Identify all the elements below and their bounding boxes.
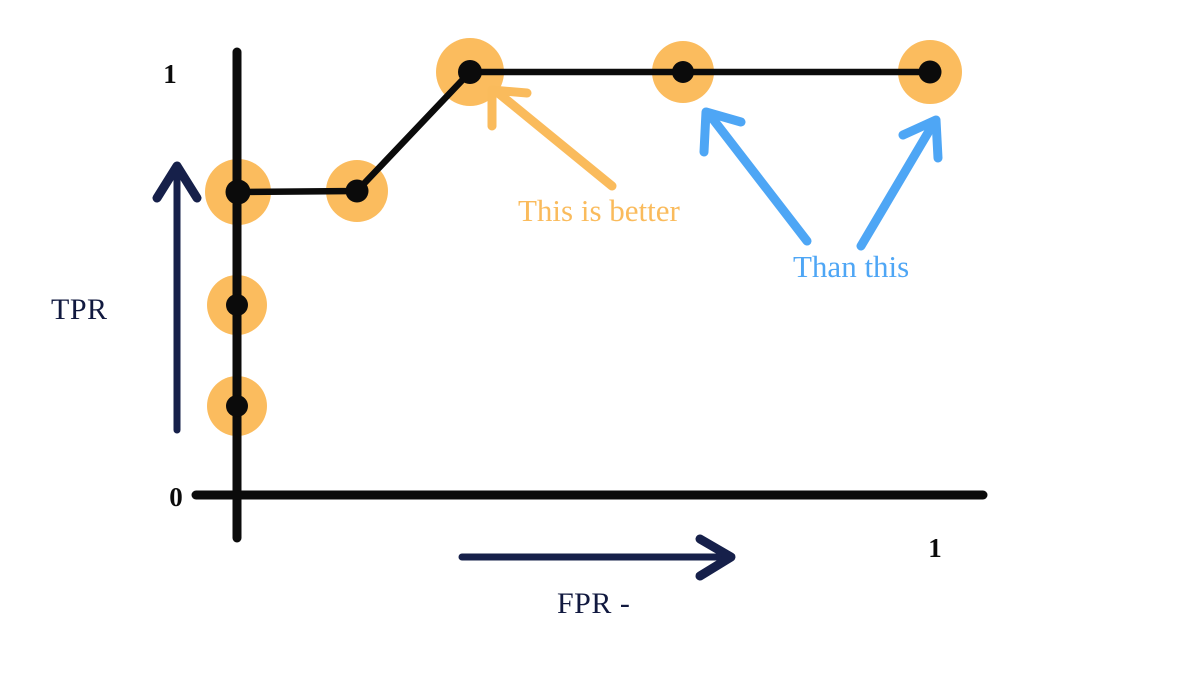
tpr-axis-arrow-icon — [152, 161, 202, 434]
fpr-axis-arrow-icon — [458, 534, 736, 581]
axes-group — [191, 47, 988, 543]
data-point-group — [225, 60, 942, 417]
data-point[interactable] — [458, 60, 482, 84]
data-point[interactable] — [345, 179, 369, 203]
x-axis-right-tick-label: 1 — [928, 533, 942, 563]
than-this-arrow-left-icon — [699, 107, 812, 246]
highlight-marker-group — [205, 38, 962, 436]
this-is-better-label: This is better — [518, 193, 681, 228]
than-this-label: Than this — [793, 249, 909, 284]
data-point[interactable] — [672, 61, 694, 83]
than-this-arrow-right-icon — [856, 115, 943, 251]
data-point[interactable] — [918, 60, 942, 84]
this-is-better-arrow-icon — [487, 85, 617, 191]
y-axis-label: TPR — [51, 293, 108, 326]
data-point[interactable] — [226, 294, 248, 316]
data-point[interactable] — [226, 395, 248, 417]
y-axis-top-tick-label: 1 — [163, 59, 177, 89]
origin-tick-label: 0 — [169, 482, 183, 512]
roc-curve-path — [233, 68, 934, 410]
data-point[interactable] — [225, 179, 251, 205]
roc-curve — [233, 68, 934, 410]
x-axis-label: FPR - — [557, 587, 630, 620]
